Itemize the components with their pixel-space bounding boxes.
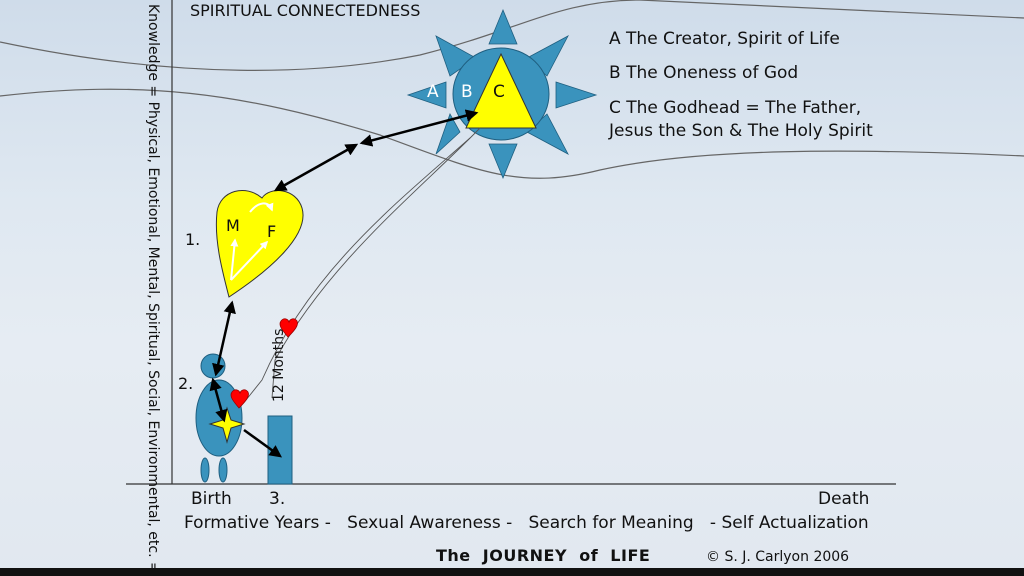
stage-number-1: 1. [185, 230, 201, 249]
stage-number-3: 3. [269, 489, 286, 509]
connection-arrow [243, 428, 283, 458]
connection-arrow [212, 300, 236, 377]
sun-label-c: C [493, 82, 505, 102]
sun-ray [555, 81, 598, 109]
person-head [200, 353, 226, 379]
legend-item-c: C The Godhead = The Father, [609, 98, 862, 118]
stage-number-2: 2. [178, 374, 194, 393]
connection-arrow [359, 109, 479, 147]
person-leg [200, 457, 210, 483]
twelve-months-label: 12 Months [271, 328, 287, 402]
sun-label-a: A [427, 82, 439, 102]
connection-arrow [209, 377, 228, 423]
sun-ray [488, 143, 518, 180]
death-label: Death [818, 489, 870, 509]
growth-path-line [271, 127, 481, 399]
person-figure [195, 353, 246, 483]
copyright-text: © S. J. Carlyon 2006 [706, 549, 850, 565]
heart-label-m: M [226, 216, 240, 235]
small-heart-icon [279, 318, 298, 338]
upper-wave-line [0, 0, 1024, 71]
heart-shape [215, 190, 304, 298]
sun-label-b: B [461, 82, 473, 102]
legend-item-b: B The Oneness of God [609, 63, 799, 83]
life-stages-label: Formative Years - Sexual Awareness - Sea… [184, 513, 869, 533]
person-leg [218, 457, 228, 483]
sun-ray [406, 81, 447, 109]
legend-item-a: A The Creator, Spirit of Life [609, 29, 840, 49]
godhead-triangle [465, 52, 537, 129]
sun-symbol [406, 8, 598, 180]
sun-ray [488, 8, 518, 45]
connection-arrow [273, 143, 359, 192]
journey-title: The JOURNEY of LIFE [436, 546, 651, 565]
bottom-bar [0, 568, 1024, 576]
diagram-title: SPIRITUAL CONNECTEDNESS [190, 1, 421, 20]
small-heart-icon [230, 389, 249, 409]
growth-path-line [245, 137, 471, 401]
birth-label: Birth [191, 489, 232, 509]
heart-label-f: F [267, 222, 277, 241]
vertical-axis-label: Knowledge = Physical, Emotional, Mental,… [145, 4, 161, 574]
legend-item-c-continued: Jesus the Son & The Holy Spirit [609, 121, 873, 141]
